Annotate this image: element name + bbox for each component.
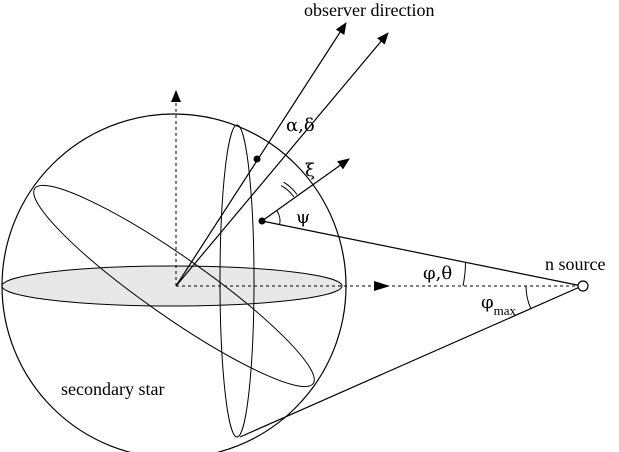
n-source-point <box>577 280 589 292</box>
phi-theta-angle-arc <box>462 262 466 287</box>
phi-max-angle-arc <box>525 285 532 309</box>
ray-surface-to-source <box>261 220 583 287</box>
surface-point <box>258 217 266 225</box>
tangent-line-to-source <box>239 285 583 438</box>
observer-direction-line-1 <box>175 22 347 287</box>
xi-angle-arc-1 <box>280 185 295 198</box>
max-subscript: max <box>494 303 517 318</box>
observer-direction-line-2 <box>175 32 389 287</box>
alpha-delta-point <box>253 155 261 163</box>
meridian-ellipse <box>219 124 255 438</box>
phi-symbol: φ <box>481 292 494 313</box>
phi-theta-label: φ,θ <box>423 263 452 284</box>
phi-max-label: φmax <box>481 292 516 318</box>
psi-angle-arc <box>276 210 281 225</box>
observer-direction-label: observer direction <box>304 0 434 20</box>
xi-label: ξ <box>305 160 315 181</box>
equator-ellipse <box>1 265 343 307</box>
horizontal-axis-arrow-icon <box>374 281 390 291</box>
secondary-star-label: secondary star <box>61 379 164 399</box>
alpha-delta-label: α,δ <box>286 115 315 136</box>
psi-label: ψ <box>296 207 310 228</box>
xi-angle-arc-2 <box>283 181 298 195</box>
n-source-label: n source <box>545 254 605 274</box>
